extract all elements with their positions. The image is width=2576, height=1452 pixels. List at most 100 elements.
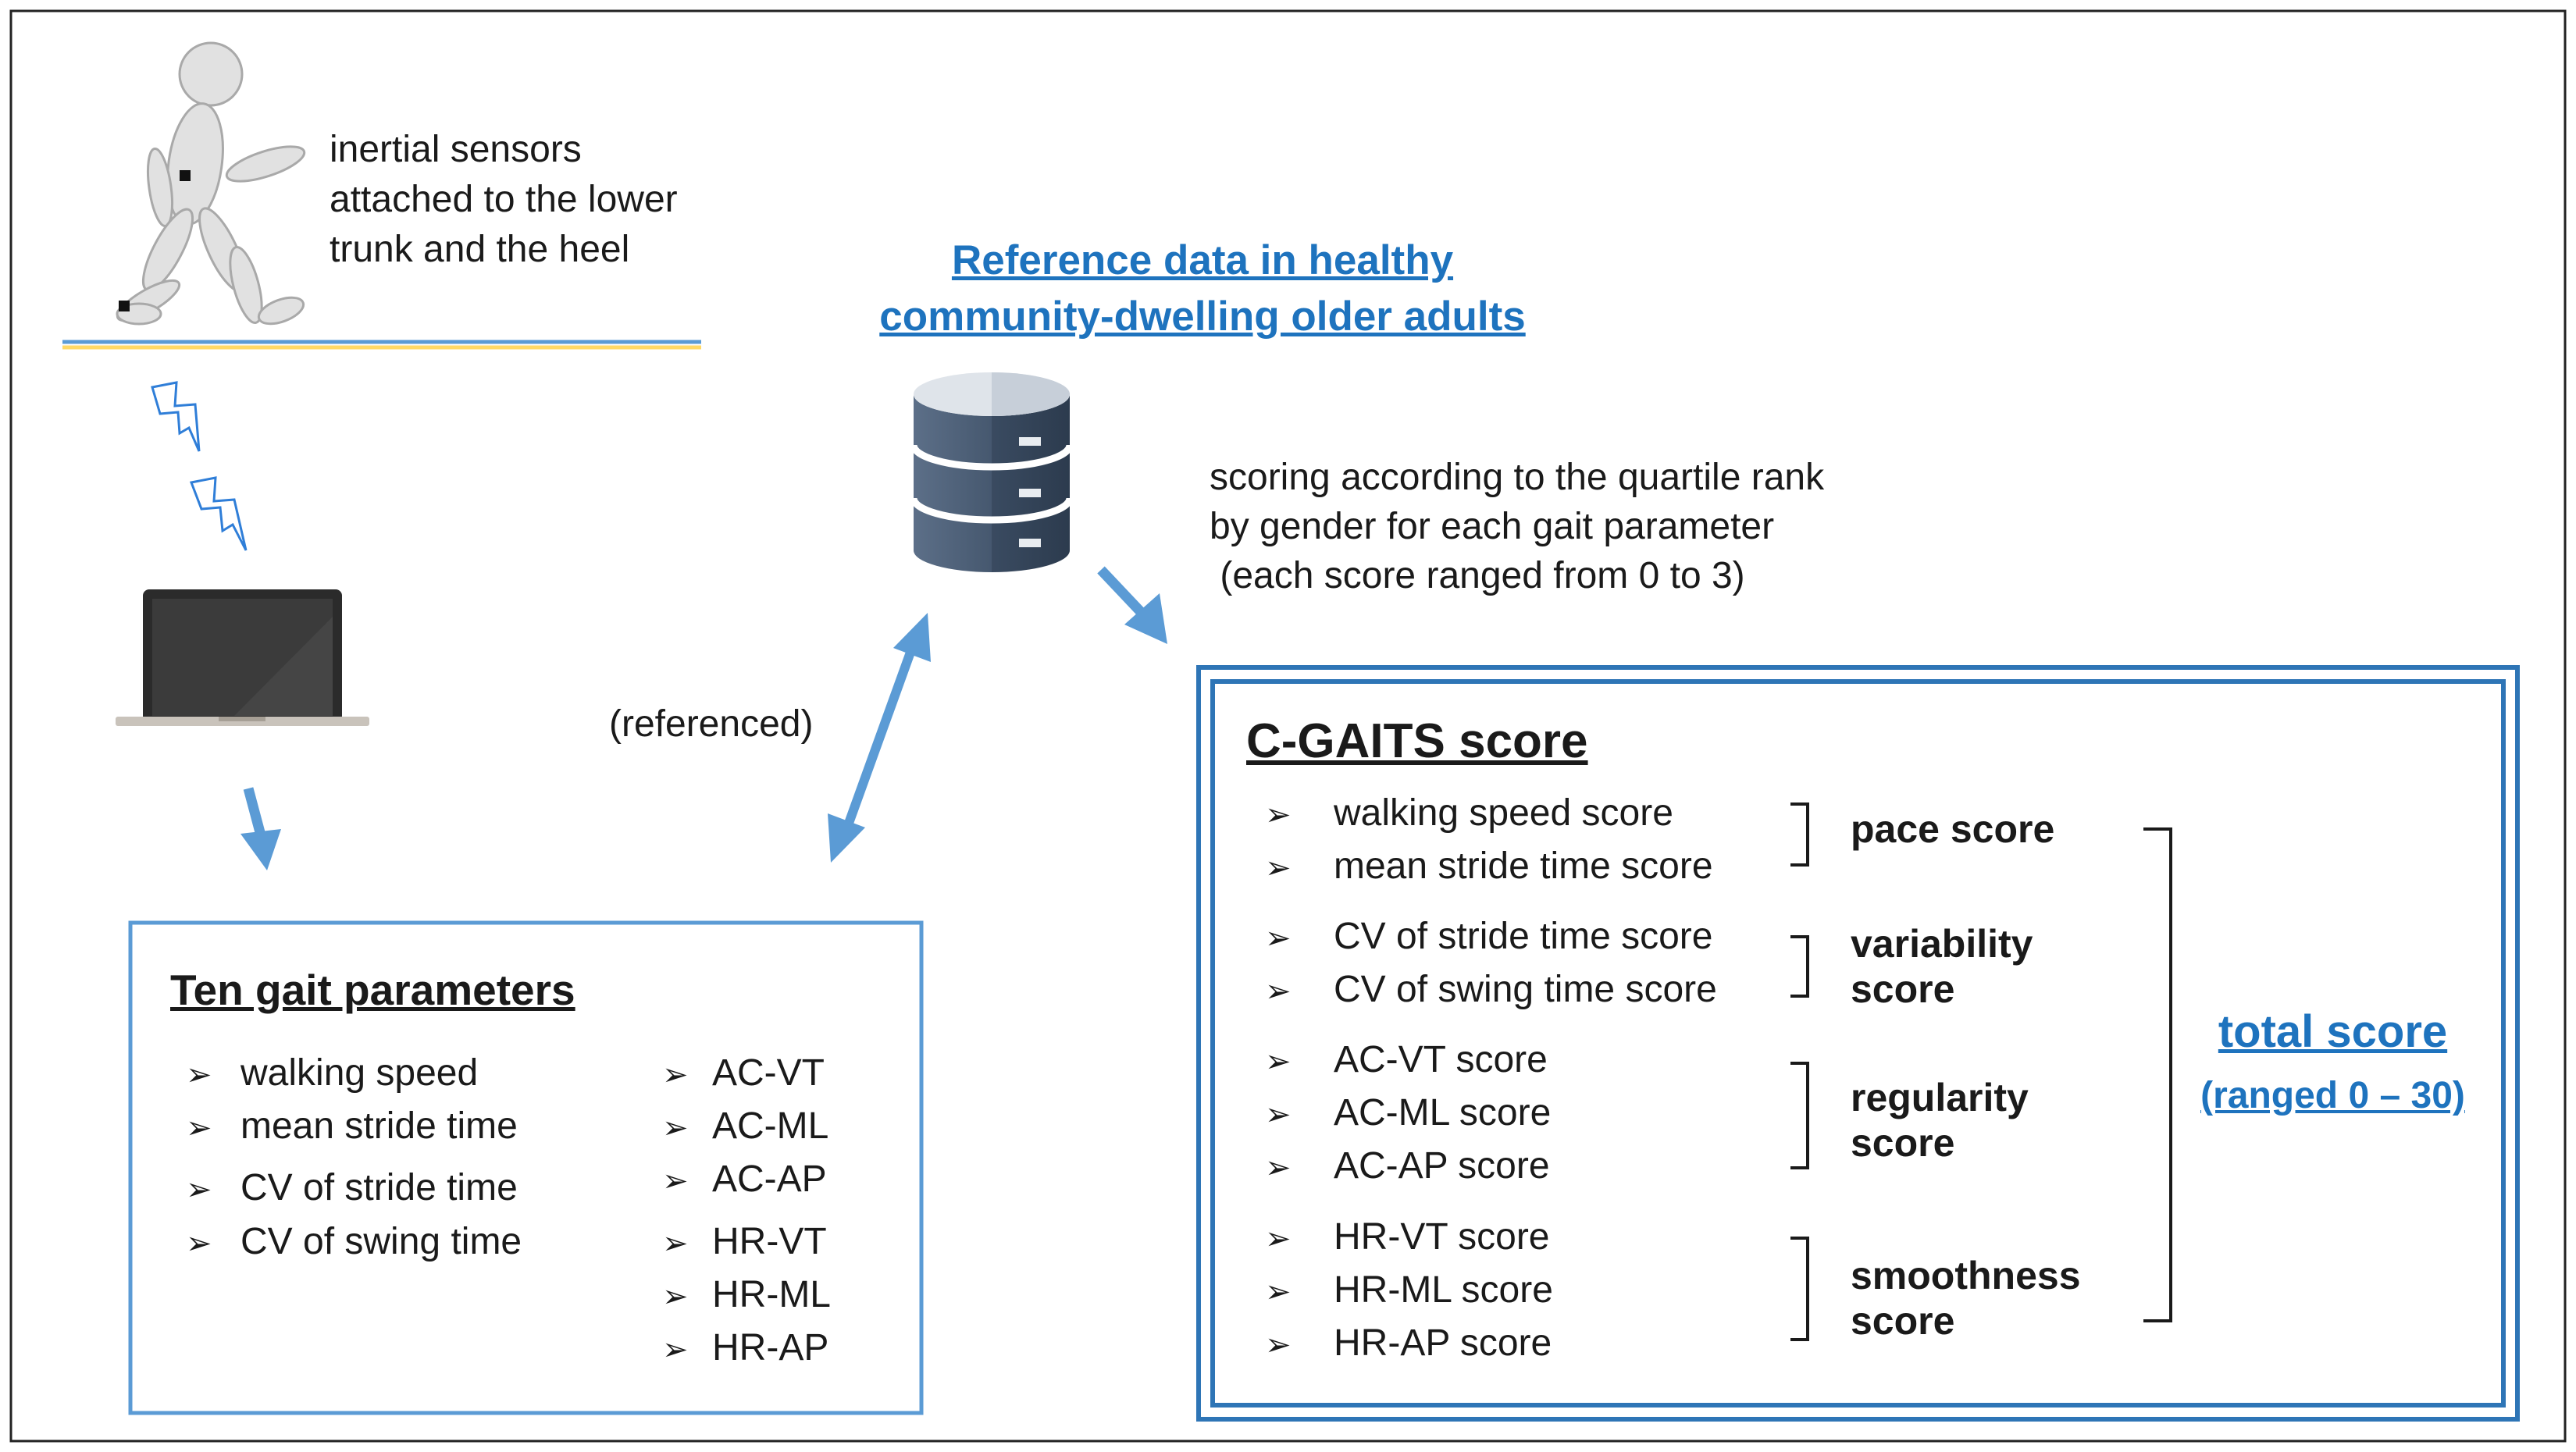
scoring-caption-line-1: scoring according to the quartile rank — [1210, 457, 1825, 498]
score-label: HR-AP score — [1334, 1322, 1552, 1364]
bullet-icon: ➢ — [1265, 1045, 1292, 1079]
total-score-label: total score — [2218, 1006, 2448, 1057]
group-label-line: score — [1851, 1121, 1955, 1165]
bracket-total — [2143, 827, 2172, 1322]
bullet-icon: ➢ — [1265, 921, 1292, 956]
arrow-database-to-cgaits — [1097, 566, 1167, 644]
param-label: CV of swing time — [240, 1221, 522, 1262]
reference-title-line-1: Reference data in healthy — [951, 237, 1454, 283]
outer-frame — [9, 9, 2567, 1443]
sensor-caption-line-2: attached to the lower — [330, 179, 678, 220]
score-item: ➢ HR-AP score — [1265, 1320, 1552, 1368]
param-item: ➢ HR-ML — [662, 1272, 831, 1320]
group-brackets — [1790, 803, 2172, 1341]
score-label: AC-AP score — [1334, 1145, 1550, 1187]
cgaits-title: C-GAITS score — [1246, 714, 1588, 768]
group-label-line: variability — [1851, 922, 2033, 966]
sensor-caption-line-3: trunk and the heel — [330, 229, 630, 270]
score-label: HR-VT score — [1334, 1216, 1550, 1258]
wireless-signal-icon — [151, 381, 248, 551]
bullet-icon: ➢ — [1265, 1222, 1292, 1256]
bullet-icon: ➢ — [1265, 1275, 1292, 1309]
reference-title: Reference data in healthy community-dwel… — [781, 233, 1624, 345]
cgaits-box-outer — [1196, 665, 2520, 1422]
bracket-variability — [1790, 935, 1809, 998]
param-label: HR-ML — [712, 1274, 831, 1315]
group-label-smoothness: smoothness score — [1851, 1253, 2081, 1343]
trunk-sensor-icon — [180, 170, 191, 181]
bracket-regularity — [1790, 1062, 1809, 1169]
score-item: ➢ walking speed score — [1265, 790, 1673, 838]
score-label: CV of stride time score — [1334, 916, 1713, 957]
cgaits-box-inner — [1210, 679, 2506, 1408]
param-item: ➢ AC-ML — [662, 1103, 828, 1151]
group-label-line: regularity — [1851, 1076, 2029, 1119]
bullet-icon: ➢ — [662, 1111, 689, 1145]
total-score: total score (ranged 0 – 30) — [2186, 1003, 2479, 1122]
walking-figure-icon — [116, 41, 306, 326]
param-item: ➢ mean stride time — [186, 1103, 518, 1151]
reference-title-line-2: community-dwelling older adults — [879, 294, 1526, 340]
score-item: ➢ AC-ML score — [1265, 1090, 1551, 1138]
bullet-icon: ➢ — [1265, 1328, 1292, 1362]
score-item: ➢ AC-VT score — [1265, 1037, 1548, 1085]
arrow-laptop-to-parameters — [240, 787, 281, 870]
bracket-pace — [1790, 803, 1809, 867]
group-label-line: score — [1851, 967, 1955, 1011]
param-item: ➢ HR-VT — [662, 1219, 827, 1267]
bullet-icon: ➢ — [662, 1333, 689, 1367]
bullet-icon: ➢ — [186, 1226, 212, 1261]
group-label-line: smoothness — [1851, 1254, 2081, 1297]
bullet-icon: ➢ — [1265, 974, 1292, 1009]
param-label: HR-VT — [712, 1221, 827, 1262]
group-label-variability: variability score — [1851, 921, 2033, 1012]
bullet-icon: ➢ — [186, 1173, 212, 1207]
ten-parameters-title: Ten gait parameters — [170, 966, 575, 1014]
sensor-caption-line-1: inertial sensors — [330, 129, 582, 170]
bullet-icon: ➢ — [1265, 798, 1292, 832]
laptop-icon — [116, 589, 369, 726]
bullet-icon: ➢ — [662, 1279, 689, 1314]
param-item: ➢ AC-VT — [662, 1050, 825, 1098]
group-label-pace: pace score — [1851, 807, 2055, 851]
score-item: ➢ HR-ML score — [1265, 1267, 1553, 1315]
param-label: AC-ML — [712, 1105, 829, 1147]
bullet-icon: ➢ — [1265, 851, 1292, 885]
param-label: AC-VT — [712, 1052, 825, 1094]
heel-sensor-icon — [119, 301, 130, 311]
bullet-icon: ➢ — [186, 1058, 212, 1092]
param-item: ➢CV of stride time — [186, 1165, 518, 1213]
param-item: ➢ walking speed — [186, 1050, 478, 1098]
arrow-referenced — [828, 613, 931, 863]
group-label-regularity: regularity score — [1851, 1075, 2029, 1166]
score-label: walking speed score — [1334, 792, 1673, 834]
score-label: CV of swing time score — [1334, 969, 1717, 1010]
ten-parameters-box — [128, 920, 924, 1415]
bullet-icon: ➢ — [1265, 1098, 1292, 1132]
score-label: mean stride time score — [1334, 845, 1713, 887]
score-item: ➢ mean stride time score — [1265, 843, 1713, 891]
scoring-caption-line-3: (each score ranged from 0 to 3) — [1210, 555, 1745, 596]
score-item: ➢ HR-VT score — [1265, 1214, 1550, 1262]
score-item: ➢ CV of stride time score — [1265, 913, 1712, 962]
param-item: ➢ AC-AP — [662, 1156, 827, 1205]
referenced-label: (referenced) — [609, 703, 814, 745]
scoring-caption-line-2: by gender for each gait parameter — [1210, 506, 1775, 547]
param-label: mean stride time — [240, 1105, 518, 1147]
group-label-line: score — [1851, 1299, 1955, 1343]
bracket-smoothness — [1790, 1237, 1809, 1341]
bullet-icon: ➢ — [186, 1111, 212, 1145]
score-label: HR-ML score — [1334, 1269, 1553, 1311]
score-label: AC-ML score — [1334, 1092, 1552, 1133]
bullet-icon: ➢ — [662, 1226, 689, 1261]
param-item: ➢ HR-AP — [662, 1325, 828, 1373]
param-label: HR-AP — [712, 1327, 829, 1368]
bullet-icon: ➢ — [662, 1164, 689, 1198]
param-label: walking speed — [240, 1052, 479, 1094]
score-label: AC-VT score — [1334, 1039, 1548, 1080]
bullet-icon: ➢ — [662, 1058, 689, 1092]
param-item: ➢ CV of swing time — [186, 1219, 522, 1267]
param-label: AC-AP — [712, 1158, 827, 1200]
score-item: ➢AC-AP score — [1265, 1143, 1550, 1191]
